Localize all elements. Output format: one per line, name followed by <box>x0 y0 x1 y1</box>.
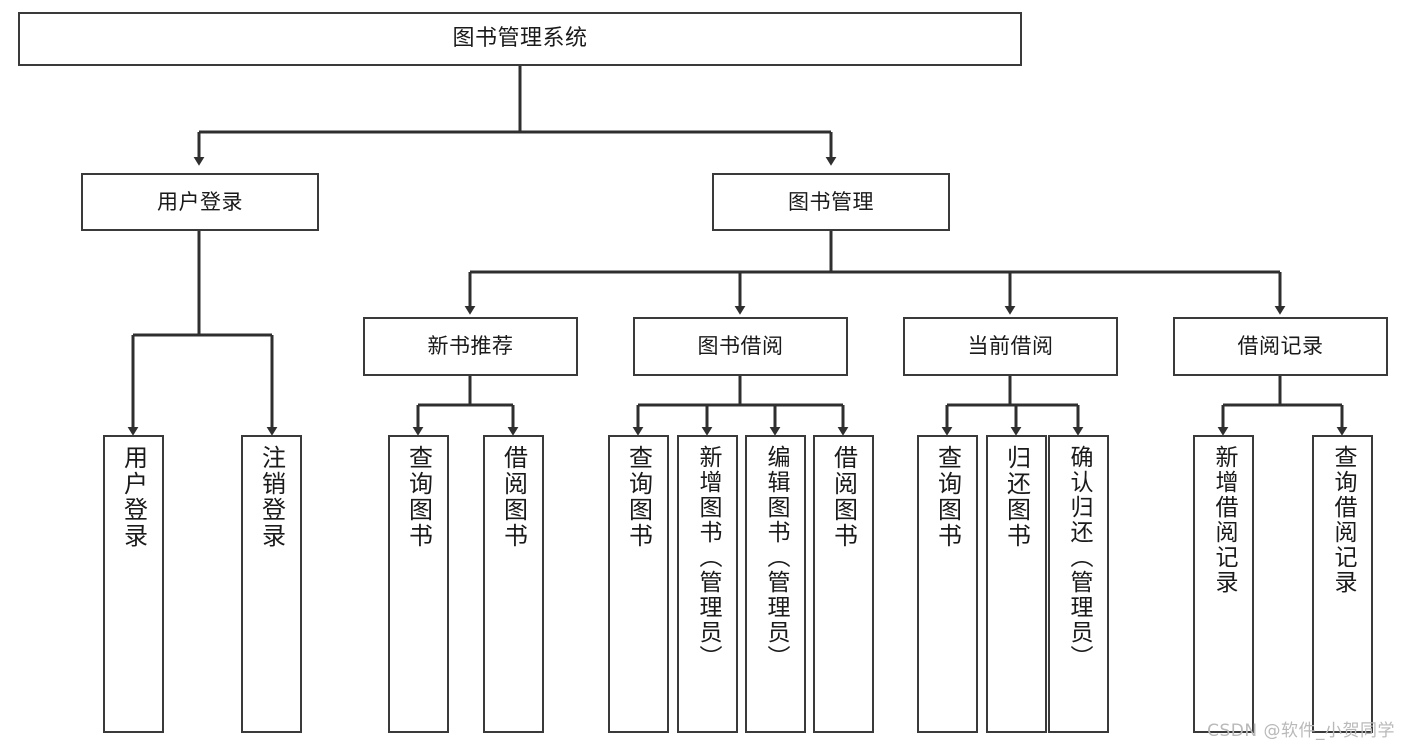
node-label: 注销登录 <box>257 445 286 549</box>
node-label: 借阅记录 <box>1237 334 1324 359</box>
node-current-borrow[interactable]: 当前借阅 <box>903 317 1118 376</box>
node-book-management[interactable]: 图书管理 <box>712 173 950 231</box>
node-label: 查询借阅记录 <box>1330 445 1356 595</box>
leaf-book-borrow-query[interactable]: 查询图书 <box>608 435 669 733</box>
node-label: 查询图书 <box>933 445 962 549</box>
node-label: 用户登录 <box>157 189 243 214</box>
node-label: 借阅图书 <box>499 445 528 549</box>
leaf-book-borrow-edit[interactable]: 编辑图书（管理员） <box>745 435 806 733</box>
leaf-current-borrow-confirm-return[interactable]: 确认归还（管理员） <box>1048 435 1109 733</box>
node-label: 查询图书 <box>624 445 653 549</box>
leaf-new-book-borrow[interactable]: 借阅图书 <box>483 435 544 733</box>
watermark: CSDN @软件_小贺同学 <box>1207 721 1395 741</box>
node-label: 新增图书（管理员） <box>695 445 721 670</box>
leaf-current-borrow-query[interactable]: 查询图书 <box>917 435 978 733</box>
node-label: 确认归还（管理员） <box>1066 445 1092 670</box>
node-label: 图书借阅 <box>697 334 784 359</box>
leaf-current-borrow-return[interactable]: 归还图书 <box>986 435 1047 733</box>
node-label: 新增借阅记录 <box>1211 445 1237 595</box>
node-label: 图书管理 <box>788 189 874 214</box>
leaf-user-login-logout[interactable]: 注销登录 <box>241 435 302 733</box>
node-user-login[interactable]: 用户登录 <box>81 173 319 231</box>
leaf-borrow-record-add[interactable]: 新增借阅记录 <box>1193 435 1254 733</box>
node-new-book-recommend[interactable]: 新书推荐 <box>363 317 578 376</box>
leaf-new-book-query[interactable]: 查询图书 <box>388 435 449 733</box>
node-label: 图书管理系统 <box>452 26 588 52</box>
node-label: 查询图书 <box>404 445 433 549</box>
node-book-borrow[interactable]: 图书借阅 <box>633 317 848 376</box>
leaf-user-login-login[interactable]: 用户登录 <box>103 435 164 733</box>
node-root-book-management-system[interactable]: 图书管理系统 <box>18 12 1022 66</box>
node-label: 新书推荐 <box>427 334 514 359</box>
node-label: 归还图书 <box>1002 445 1031 549</box>
node-label: 借阅图书 <box>829 445 858 549</box>
node-label: 编辑图书（管理员） <box>763 445 789 670</box>
node-label: 当前借阅 <box>967 334 1054 359</box>
node-borrow-records[interactable]: 借阅记录 <box>1173 317 1388 376</box>
leaf-borrow-record-query[interactable]: 查询借阅记录 <box>1312 435 1373 733</box>
node-label: 用户登录 <box>119 445 148 549</box>
leaf-book-borrow-borrow[interactable]: 借阅图书 <box>813 435 874 733</box>
leaf-book-borrow-add[interactable]: 新增图书（管理员） <box>677 435 738 733</box>
